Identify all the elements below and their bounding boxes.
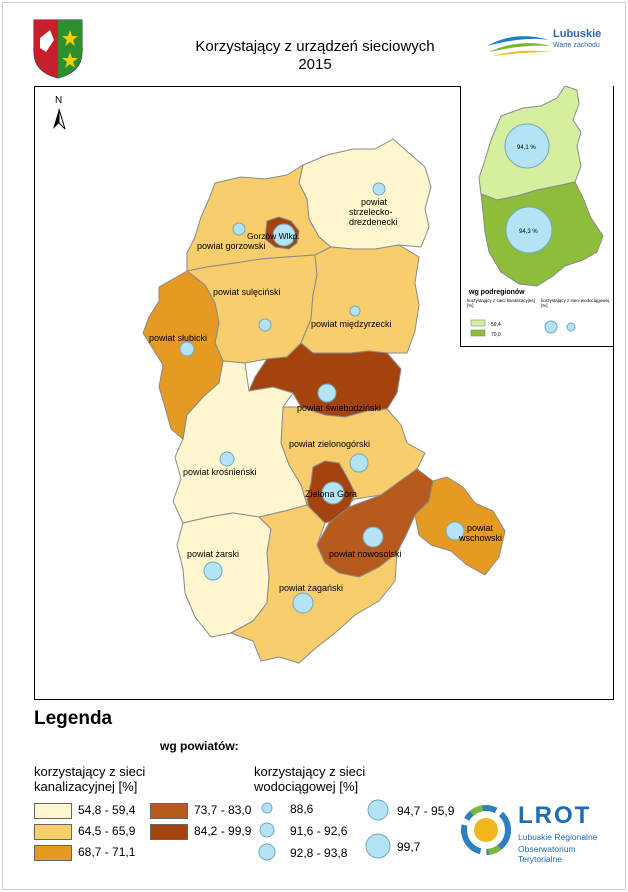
legend-swatch-label-5: 84,2 - 99,9: [194, 824, 252, 838]
label-zielonogorski: powiat zielonogórski: [289, 439, 370, 449]
legend-circle-label-2: 91,6 - 92,6: [290, 824, 348, 838]
water-circle-wschowski: [445, 521, 465, 541]
label-krosnienski: powiat krośnieński: [183, 467, 257, 477]
label-swiebodzinski: powiat świebodziński: [297, 403, 381, 413]
water-circle-slubicki: [179, 341, 195, 357]
legend-subtitle: wg powiatów:: [160, 739, 239, 753]
inset-legend-circle-small: [566, 322, 576, 332]
legend-swatch-label-3: 68,7 - 71,1: [78, 845, 136, 859]
inset-legend-sewer-label: korzystający z sieci kanalizacyjnej [%]: [467, 298, 535, 308]
water-circle-strzelecko-drezdenecki: [372, 182, 386, 196]
inset-legend-swatch-2: [470, 329, 486, 337]
inset-water-circle-south: [505, 206, 553, 254]
brand-name: Lubuskie: [553, 28, 602, 40]
legend-circle-label-3: 92,8 - 93,8: [290, 846, 348, 860]
label-strzelecko-1: powiat: [361, 197, 388, 207]
map-svg: N: [53, 95, 506, 664]
legend-swatch-3: [34, 845, 72, 861]
water-circle-miedzyrzecki: [349, 305, 361, 317]
inset-legend-title: wg podregionów: [468, 289, 525, 296]
water-circle-zarski: [203, 561, 223, 581]
legend-circle-3: [258, 843, 276, 861]
legend-swatch-label-1: 54,8 - 59,4: [78, 803, 136, 817]
legend-swatch-label-4: 73,7 - 83,0: [194, 803, 252, 817]
label-strzelecko-3: drezdenecki: [349, 217, 398, 227]
legend-title: Legenda: [34, 708, 113, 729]
inset-svg: 94,1 % 94,3 % wg podregionów korzystając…: [467, 85, 610, 338]
legend-circle-4: [367, 799, 389, 821]
coat-of-arms-icon: [33, 19, 83, 79]
brand-tagline: Warte zachodu: [553, 42, 600, 49]
water-circle-gorzowski: [232, 222, 246, 236]
legend-water-circles: [258, 799, 391, 861]
district-miedzyrzecki[interactable]: [300, 244, 420, 354]
water-circle-sulecinski: [258, 318, 272, 332]
inset-legend-label-1: 59,4: [491, 322, 501, 328]
inset-legend-label-2: 70,0: [491, 332, 501, 338]
district-krosnienski[interactable]: [172, 360, 308, 524]
legend-circle-1: [261, 802, 273, 814]
legend-sewer-header: korzystający z sieci kanalizacyjnej [%]: [34, 764, 146, 794]
legend-water-header: korzystający z sieci wodociągowej [%]: [254, 764, 366, 794]
legend-circle-label-5: 99,7: [397, 840, 421, 854]
lubuskie-logo-icon: [487, 36, 551, 56]
legend-swatch-2: [34, 824, 72, 840]
legend-circle-5: [365, 833, 391, 859]
north-arrow-icon: [53, 108, 66, 130]
label-zaganski: powiat żagański: [279, 583, 343, 593]
legend-circle-2: [259, 822, 275, 838]
main-map: N: [34, 86, 614, 700]
north-label: N: [55, 95, 62, 106]
label-zarski: powiat żarski: [187, 549, 239, 559]
lrot-logo-icon: [461, 805, 511, 855]
label-wschowski-1: powiat: [467, 523, 494, 533]
inset-value-north: 94,1 %: [517, 145, 536, 151]
label-miedzyrzecki: powiat międzyrzecki: [311, 319, 392, 329]
water-circle-nowosolski: [362, 526, 384, 548]
inset-legend-circle-large: [544, 320, 558, 334]
label-wschowski-2: wschowski: [458, 533, 502, 543]
map-title-line1: Korzystający z urządzeń sieciowych: [195, 38, 435, 55]
inset-legend-water-label: korzystający z sieci wodociągowej [%]: [541, 298, 610, 308]
lrot-name: LROT: [518, 802, 592, 829]
water-circle-zielonogorski: [349, 453, 369, 473]
label-nowosolski: powiat nowosolski: [329, 549, 402, 559]
legend-circle-label-4: 94,7 - 95,9: [397, 804, 455, 818]
district-zaganski[interactable]: [230, 504, 398, 664]
legend-circle-label-1: 88,6: [290, 802, 314, 816]
water-circle-krosnienski: [219, 451, 235, 467]
label-strzelecko-2: strzelecko-: [349, 207, 393, 217]
map-title-line2: 2015: [298, 56, 332, 73]
lrot-line1: Lubuskie Regionalne: [518, 832, 598, 842]
inset-value-south: 94,3 %: [519, 229, 538, 235]
legend-swatch-label-2: 64,5 - 65,9: [78, 824, 136, 838]
label-sulecinski: powiat sulęciński: [213, 287, 281, 297]
legend-swatch-4: [150, 803, 188, 819]
inset-legend-swatch-1: [470, 319, 486, 327]
legend-swatch-5: [150, 824, 188, 840]
label-gorzowski: powiat gorzowski: [197, 241, 266, 251]
legend-swatch-1: [34, 803, 72, 819]
water-circle-zielona-gora: [321, 481, 345, 505]
map-title: Korzystający z urządzeń sieciowych 2015: [150, 38, 480, 74]
lrot-logo: LROT Lubuskie Regionalne Obserwatorium T…: [460, 798, 610, 868]
inset-map: 94,1 % 94,3 % wg podregionów korzystając…: [460, 85, 613, 347]
water-circle-swiebodzinski: [317, 383, 337, 403]
label-slubicki: powiat słubicki: [149, 333, 207, 343]
label-gorzow-wlkp: Gorzów Wlkp.: [247, 231, 300, 241]
lrot-line2: Obserwatorium Terytorialne: [518, 844, 576, 864]
water-circle-gorzow-wlkp: [272, 223, 296, 247]
label-zielona-gora: Zielona Góra: [305, 489, 357, 499]
district-strzelecko-drezdenecki[interactable]: [298, 138, 432, 250]
inset-water-circle-north: [504, 123, 550, 169]
water-circle-zaganski: [292, 592, 314, 614]
